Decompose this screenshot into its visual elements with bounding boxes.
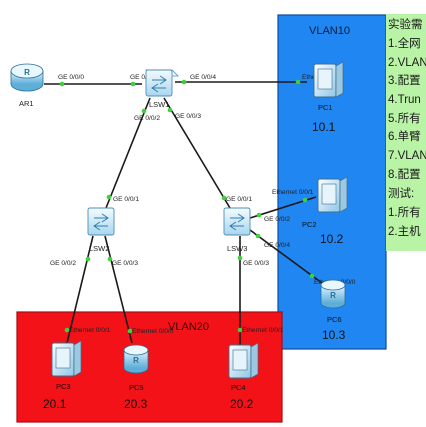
notes-line: 实验需 (388, 17, 423, 31)
port-label: GE 0/0/3 (175, 113, 201, 120)
device-label: AR1 (19, 99, 34, 108)
router-icon: R (10, 63, 44, 92)
port-label: Ethernet 0/0/1 (272, 189, 314, 196)
port-label: GE 0/0/3 (112, 260, 138, 267)
device-label: LSW2 (89, 244, 109, 253)
ip-label: 10.1 (312, 120, 336, 134)
notes-line: 2.VLAN (388, 57, 426, 69)
device-lsw2[interactable]: LSW2 (87, 207, 115, 253)
ip-label: 20.3 (124, 397, 148, 411)
notes-line: 2.主机 (388, 224, 421, 238)
notes-line: 4.Trun (388, 94, 421, 106)
device-label: PC6 (327, 315, 342, 324)
port-dot (167, 107, 173, 113)
port-label: GE 0/0/4 (264, 242, 290, 249)
device-lsw3[interactable]: LSW3 (223, 207, 251, 253)
link-lsw2-pc3 (66, 235, 94, 344)
device-pc2[interactable]: PC2 10.2 (302, 176, 348, 246)
device-label: PC4 (231, 383, 246, 392)
switch-icon (87, 207, 115, 236)
device-label: PC3 (56, 382, 71, 391)
pc-icon (51, 340, 82, 377)
device-label: PC5 (129, 383, 144, 392)
server-icon: R (320, 279, 346, 309)
port-dots (59, 79, 315, 334)
pc-icon (313, 61, 344, 98)
device-label: LSW3 (227, 244, 247, 253)
ip-label: 20.2 (230, 397, 254, 411)
port-label: GE 0/0/4 (190, 74, 216, 81)
port-dot (256, 212, 262, 218)
switch-icon (223, 207, 251, 236)
device-pc6[interactable]: R PC6 10.3 (320, 279, 346, 342)
port-label: Ethernet 0/0/1 (242, 327, 284, 334)
port-dot (85, 256, 91, 262)
port-label: GE 0/0/2 (264, 216, 290, 223)
port-dot (59, 81, 65, 87)
svg-text:R: R (133, 356, 139, 365)
pc-icon (228, 342, 259, 379)
port-dot (237, 327, 243, 333)
port-dot (237, 255, 243, 261)
ip-label: 10.2 (320, 232, 344, 246)
vlan10-label: VLAN10 (309, 25, 350, 37)
svg-text:R: R (24, 68, 30, 77)
device-pc3[interactable]: PC3 20.1 (43, 340, 82, 411)
notes-line: 6.单臂 (388, 130, 421, 143)
port-label: GE 0/0/1 (130, 74, 156, 81)
port-dot (221, 195, 227, 201)
notes-line: 5.所有 (388, 111, 421, 125)
notes-line: 7.VLAN (388, 150, 426, 162)
notes-line: 8.配置 (388, 168, 421, 181)
port-label: GE 0/0/1 (113, 196, 139, 203)
port-label: GE 0/0/2 (134, 115, 160, 122)
server-icon: R (123, 344, 149, 374)
port-label: Ethernet 0/0/1 (69, 327, 111, 334)
port-dot (295, 79, 301, 85)
vlan20-label: VLAN20 (168, 321, 209, 333)
device-lsw1[interactable]: LSW1 (145, 69, 179, 109)
port-dot (141, 108, 147, 114)
notes-line: 3.配置 (388, 74, 421, 87)
device-pc5[interactable]: R PC5 20.3 (123, 344, 149, 411)
device-label: LSW1 (149, 100, 169, 109)
notes-line: 测试: (388, 187, 414, 200)
port-dot (130, 81, 136, 87)
notes-line: 1.所有 (388, 205, 421, 219)
link-lsw3-pc6 (249, 229, 323, 284)
link-lsw2-pc5 (104, 235, 133, 344)
port-dot (302, 197, 308, 203)
ip-label: 10.3 (322, 328, 346, 342)
device-pc1[interactable]: PC1 10.1 (312, 61, 344, 134)
device-label: PC1 (318, 103, 333, 112)
port-label: GE 0/0/1 (226, 196, 252, 203)
port-label: GE 0/0/2 (50, 260, 76, 267)
switch-icon (145, 69, 179, 97)
port-dot (64, 327, 70, 333)
svg-text:R: R (330, 291, 336, 300)
notes-panel (386, 14, 426, 251)
port-label: GE 0/0/0 (58, 74, 84, 81)
port-dot (107, 256, 113, 262)
link-lsw1-lsw3 (163, 97, 231, 209)
ip-label: 20.1 (43, 397, 67, 411)
device-label: PC2 (302, 220, 317, 229)
port-dot (255, 233, 261, 239)
pc-icon (317, 176, 348, 213)
link-lsw1-lsw2 (105, 97, 151, 209)
port-label: GE 0/0/3 (243, 260, 269, 267)
device-pc4[interactable]: PC4 20.2 (228, 342, 259, 411)
port-dot (309, 273, 315, 279)
port-dot (181, 79, 187, 85)
port-dot (127, 328, 133, 334)
port-label: Ethernet 0/0/0 (132, 328, 174, 335)
port-dot (106, 194, 112, 200)
notes-line: 1.全网 (388, 36, 421, 50)
notes-text: 实验需 1.全网 2.VLAN 3.配置 4.Trun 5.所有 6.单臂 7.… (388, 17, 426, 238)
device-ar1[interactable]: R AR1 (10, 63, 44, 108)
